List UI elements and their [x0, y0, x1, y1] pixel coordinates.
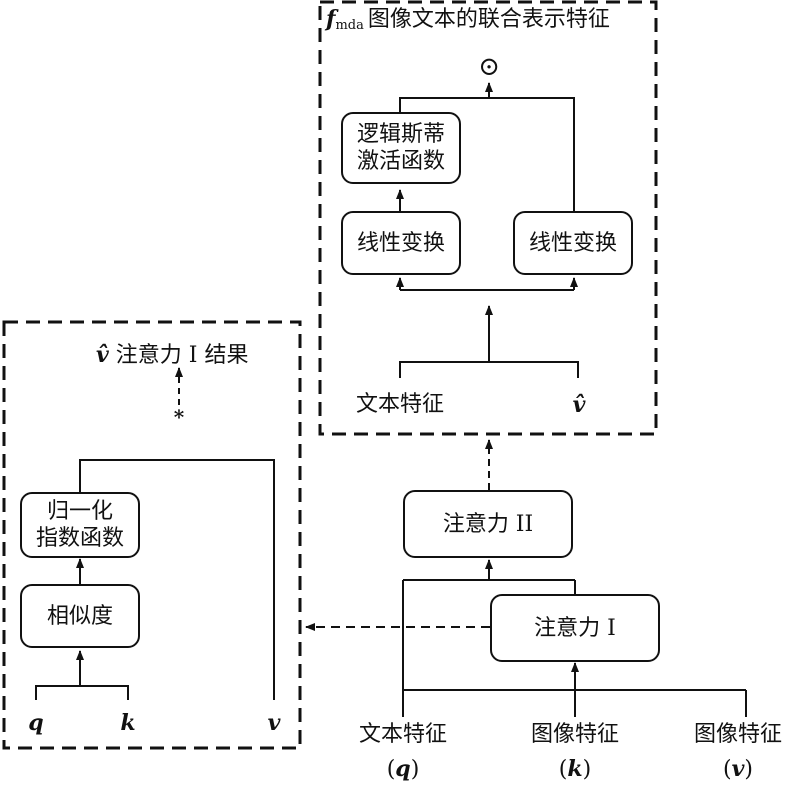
- input-text-feature: 文本特征: [358, 722, 447, 747]
- linear-transform-left-box: 线性变换: [341, 211, 461, 275]
- input-image-feature-v: 图像特征: [693, 722, 782, 747]
- q-label: q: [28, 710, 44, 736]
- input-k-letter: k: [567, 756, 583, 782]
- attention1-result-title: v̂ 注意力 I 结果: [96, 342, 248, 369]
- left-panel-frame: [2, 320, 302, 750]
- similarity-box: 相似度: [20, 584, 140, 648]
- softmax-box: 归一化 指数函数: [20, 492, 140, 558]
- input-image-feature-k: 图像特征: [530, 722, 619, 747]
- softmax-line-1: 归一化: [46, 499, 113, 524]
- f-symbol: f: [326, 6, 336, 32]
- input-v-symbol: (v): [723, 756, 753, 782]
- top-text-feature-label: 文本特征: [355, 392, 444, 417]
- qk-join: [35, 685, 129, 700]
- vhat-symbol: v̂: [96, 342, 109, 368]
- input-k-symbol: (k): [558, 756, 592, 782]
- combine-lines: [399, 97, 575, 211]
- logistic-activation-box: 逻辑斯蒂 激活函数: [341, 112, 461, 184]
- k-label: k: [120, 710, 136, 736]
- input-q-symbol: (q): [386, 756, 420, 782]
- mda-subscript: mda: [335, 18, 364, 33]
- attention1-result-text: 注意力 I 结果: [115, 343, 249, 368]
- attention-one-box: 注意力 I: [490, 594, 660, 662]
- logistic-line-2: 激活函数: [356, 149, 445, 174]
- top-vhat-label: v̂: [572, 392, 586, 418]
- logistic-line-1: 逻辑斯蒂: [356, 122, 445, 147]
- v-label: v: [267, 710, 281, 736]
- linear-transform-right-box: 线性变换: [513, 211, 633, 275]
- joint-feature-title-text: 图像文本的联合表示特征: [367, 7, 610, 32]
- softmax-line-2: 指数函数: [35, 526, 124, 551]
- elementwise-product-icon: ⊙: [478, 52, 500, 82]
- input-v-letter: v: [731, 756, 745, 782]
- top-input-join: [399, 361, 579, 378]
- multiply-star-icon: *: [173, 405, 185, 429]
- attention-two-box: 注意力 II: [403, 490, 573, 558]
- left-combine-lines: [79, 459, 275, 700]
- input-q-letter: q: [395, 756, 411, 782]
- top-panel-frame: [318, 0, 658, 436]
